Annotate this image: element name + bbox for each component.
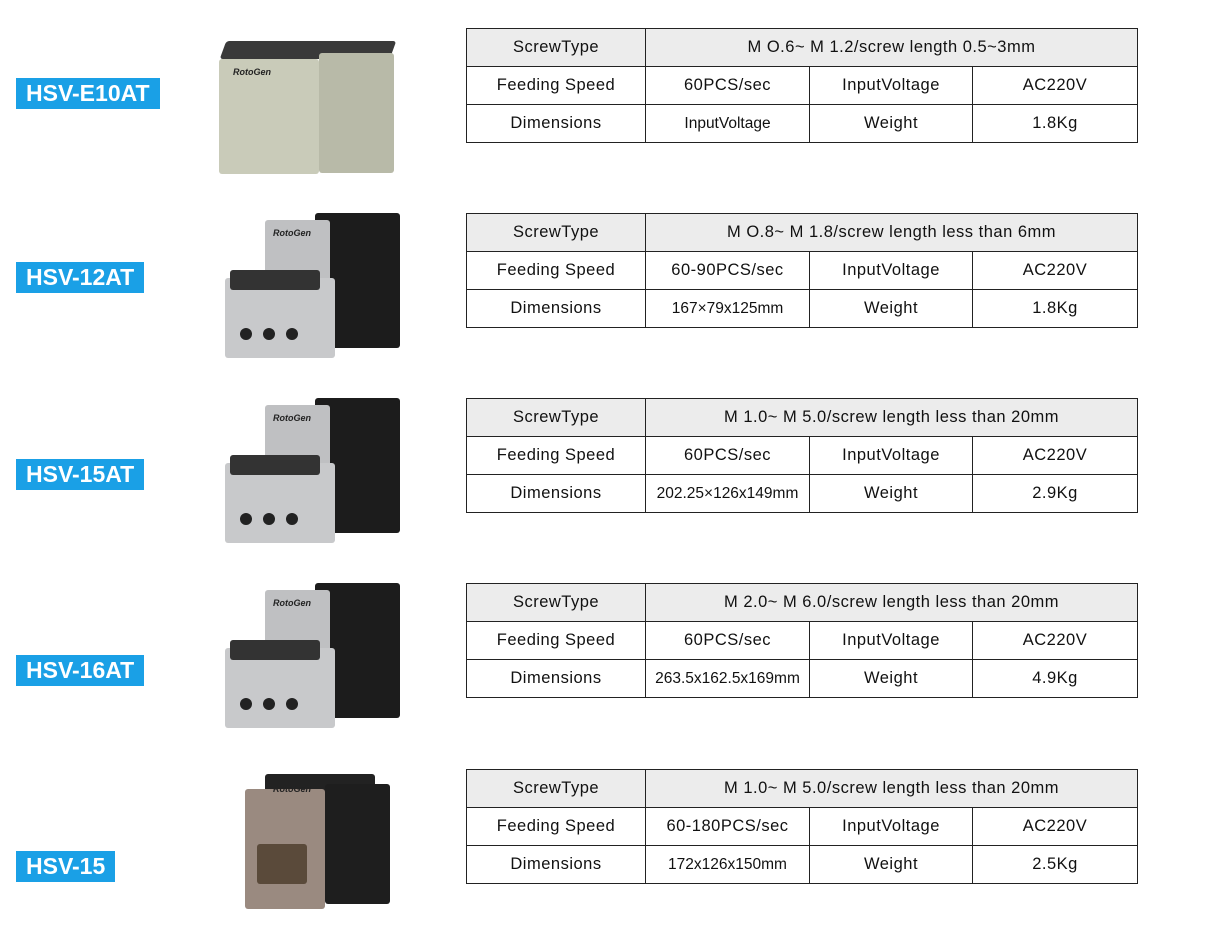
input-voltage-value: AC220V [972,251,1138,290]
input-voltage-value: AC220V [972,436,1138,475]
model-label: HSV-15AT [16,459,145,490]
input-voltage-label: InputVoltage [809,807,973,846]
brand-logo: RotoGen [273,598,311,608]
dimensions-value: InputVoltage [645,104,810,143]
screw-type-label: ScrewType [466,213,646,252]
screw-type-label: ScrewType [466,769,646,808]
product-image: RotoGen [215,578,400,738]
weight-value: 4.9Kg [972,659,1138,698]
dimensions-label: Dimensions [466,104,646,143]
feeding-speed-value: 60PCS/sec [645,66,810,105]
input-voltage-label: InputVoltage [809,66,973,105]
screw-type-label: ScrewType [466,28,646,67]
feeding-speed-value: 60-90PCS/sec [645,251,810,290]
screw-type-value: M O.6~ M 1.2/screw length 0.5~3mm [645,28,1138,67]
dimensions-value: 172x126x150mm [645,845,810,884]
weight-value: 2.9Kg [972,474,1138,513]
model-label: HSV-12AT [16,262,145,293]
weight-label: Weight [809,474,973,513]
dimensions-value: 263.5x162.5x169mm [645,659,810,698]
input-voltage-value: AC220V [972,807,1138,846]
weight-label: Weight [809,104,973,143]
model-label: HSV-15 [16,851,116,882]
input-voltage-label: InputVoltage [809,251,973,290]
screw-type-value: M 1.0~ M 5.0/screw length less than 20mm [645,398,1138,437]
input-voltage-label: InputVoltage [809,436,973,475]
brand-logo: RotoGen [233,67,271,77]
brand-logo: RotoGen [273,413,311,423]
weight-value: 1.8Kg [972,104,1138,143]
product-image: RotoGen [215,764,400,924]
dimensions-label: Dimensions [466,289,646,328]
weight-label: Weight [809,289,973,328]
weight-label: Weight [809,659,973,698]
feeding-speed-label: Feeding Speed [466,621,646,660]
dimensions-value: 202.25×126x149mm [645,474,810,513]
feeding-speed-value: 60PCS/sec [645,436,810,475]
feeding-speed-label: Feeding Speed [466,807,646,846]
screw-type-value: M 1.0~ M 5.0/screw length less than 20mm [645,769,1138,808]
product-image: RotoGen [215,23,400,183]
brand-logo: RotoGen [273,228,311,238]
weight-value: 2.5Kg [972,845,1138,884]
screw-type-value: M 2.0~ M 6.0/screw length less than 20mm [645,583,1138,622]
input-voltage-value: AC220V [972,66,1138,105]
feeding-speed-value: 60PCS/sec [645,621,810,660]
dimensions-value: 167×79x125mm [645,289,810,328]
input-voltage-value: AC220V [972,621,1138,660]
model-label: HSV-16AT [16,655,145,686]
screw-type-label: ScrewType [466,583,646,622]
weight-value: 1.8Kg [972,289,1138,328]
feeding-speed-label: Feeding Speed [466,436,646,475]
product-image: RotoGen [215,208,400,368]
feeding-speed-value: 60-180PCS/sec [645,807,810,846]
screw-type-value: M O.8~ M 1.8/screw length less than 6mm [645,213,1138,252]
weight-label: Weight [809,845,973,884]
input-voltage-label: InputVoltage [809,621,973,660]
feeding-speed-label: Feeding Speed [466,251,646,290]
dimensions-label: Dimensions [466,659,646,698]
dimensions-label: Dimensions [466,845,646,884]
model-label: HSV-E10AT [16,78,160,109]
feeding-speed-label: Feeding Speed [466,66,646,105]
brand-logo: RotoGen [273,784,311,794]
product-image: RotoGen [215,393,400,553]
screw-type-label: ScrewType [466,398,646,437]
dimensions-label: Dimensions [466,474,646,513]
